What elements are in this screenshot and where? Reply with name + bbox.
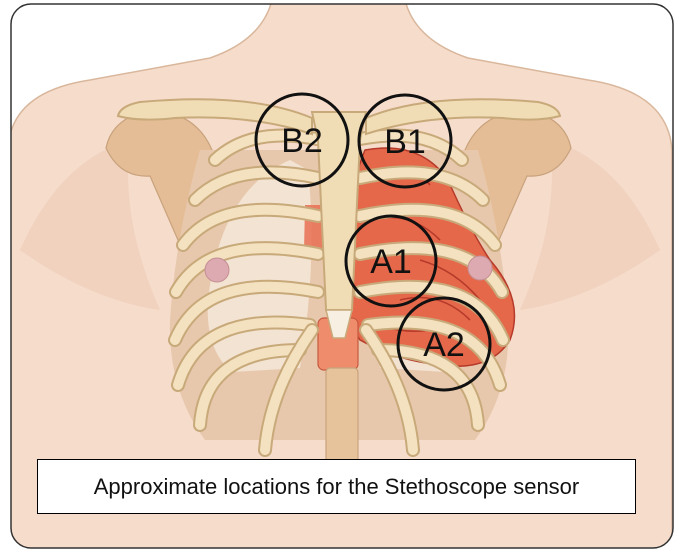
- location-label-a2: A2: [423, 326, 465, 364]
- location-label-b1: B1: [384, 123, 426, 161]
- caption-box: Approximate locations for the Stethoscop…: [37, 459, 636, 514]
- location-label-a1: A1: [370, 243, 412, 281]
- location-label-b2: B2: [281, 122, 323, 160]
- caption-text: Approximate locations for the Stethoscop…: [94, 474, 580, 500]
- left-nipple: [205, 258, 229, 282]
- esophagus: [326, 368, 358, 468]
- right-nipple: [468, 256, 492, 280]
